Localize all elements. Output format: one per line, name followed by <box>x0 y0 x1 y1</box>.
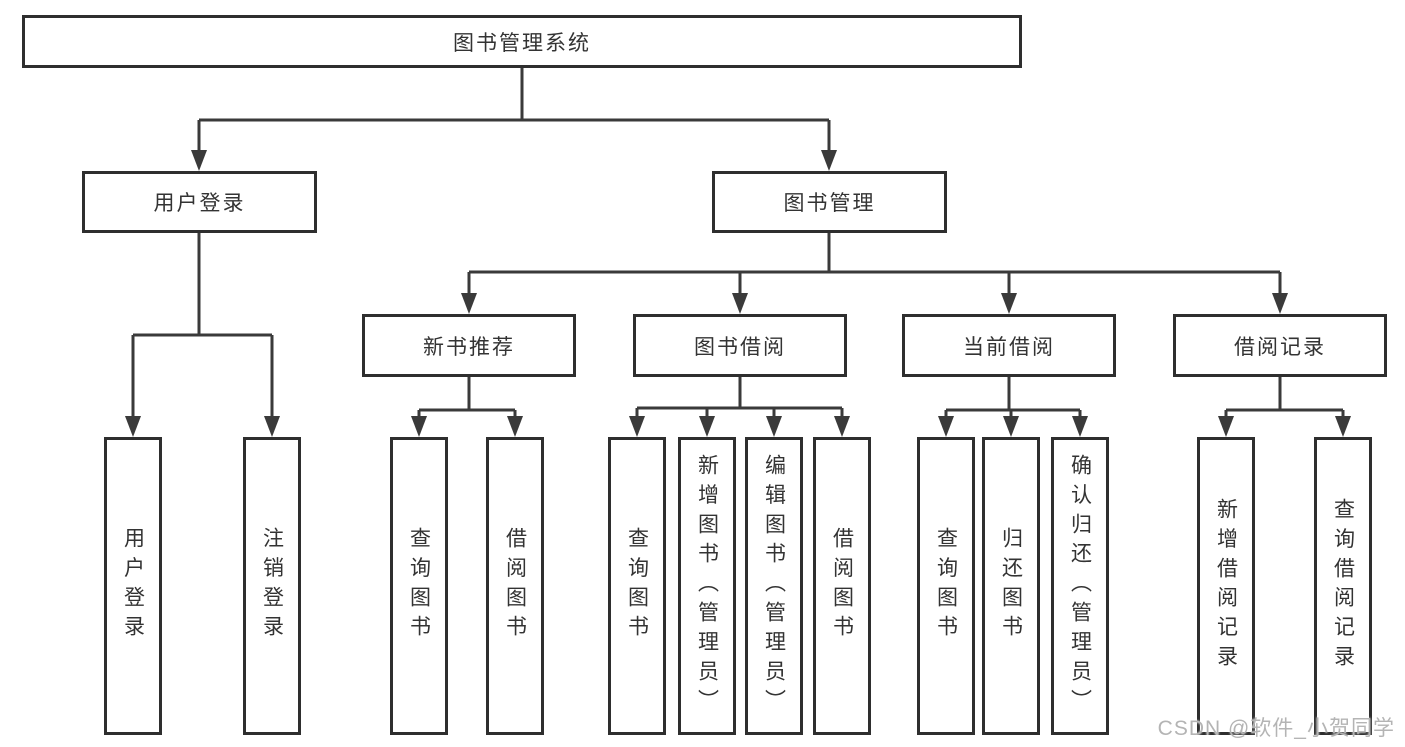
node-leaf-return-books: 归还图书 <box>982 437 1040 735</box>
node-leaf-add-books-admin-label: 新增图书（管理员） <box>695 453 719 719</box>
node-borrowing-records: 借阅记录 <box>1173 314 1387 377</box>
node-leaf-add-borrow-record-label: 新增借阅记录 <box>1214 497 1238 675</box>
node-leaf-add-borrow-record: 新增借阅记录 <box>1197 437 1255 735</box>
node-leaf-edit-books-admin: 编辑图书（管理员） <box>745 437 803 735</box>
watermark: CSDN @软件_小贺同学 <box>1157 717 1395 740</box>
node-leaf-logout-label: 注销登录 <box>260 527 284 645</box>
node-current-borrowing: 当前借阅 <box>902 314 1116 377</box>
node-leaf-borrow-books-borrowing: 借阅图书 <box>813 437 871 735</box>
node-leaf-logout: 注销登录 <box>243 437 301 735</box>
node-leaf-query-books-recommend-label: 查询图书 <box>407 527 431 645</box>
node-book-borrowing: 图书借阅 <box>633 314 847 377</box>
node-leaf-user-login: 用户登录 <box>104 437 162 735</box>
node-leaf-query-books-recommend: 查询图书 <box>390 437 448 735</box>
node-leaf-query-borrow-record-label: 查询借阅记录 <box>1331 497 1355 675</box>
node-leaf-user-login-label: 用户登录 <box>121 527 145 645</box>
node-leaf-borrow-books-borrowing-label: 借阅图书 <box>830 527 854 645</box>
node-leaf-borrow-books-recommend: 借阅图书 <box>486 437 544 735</box>
node-leaf-confirm-return-admin-label: 确认归还（管理员） <box>1068 453 1092 719</box>
node-leaf-query-books-current-label: 查询图书 <box>934 527 958 645</box>
node-leaf-query-books-borrowing: 查询图书 <box>608 437 666 735</box>
node-leaf-confirm-return-admin: 确认归还（管理员） <box>1051 437 1109 735</box>
node-leaf-query-borrow-record: 查询借阅记录 <box>1314 437 1372 735</box>
node-book-management: 图书管理 <box>712 171 947 233</box>
node-library-management-system: 图书管理系统 <box>22 15 1022 68</box>
node-leaf-query-books-borrowing-label: 查询图书 <box>625 527 649 645</box>
node-leaf-borrow-books-recommend-label: 借阅图书 <box>503 527 527 645</box>
node-leaf-add-books-admin: 新增图书（管理员） <box>678 437 736 735</box>
node-new-book-recommendation: 新书推荐 <box>362 314 576 377</box>
arrowhead-icons <box>125 150 1351 437</box>
node-user-login: 用户登录 <box>82 171 317 233</box>
node-leaf-query-books-current: 查询图书 <box>917 437 975 735</box>
node-leaf-edit-books-admin-label: 编辑图书（管理员） <box>762 453 786 719</box>
node-leaf-return-books-label: 归还图书 <box>999 527 1023 645</box>
connector-lines <box>131 68 1345 419</box>
